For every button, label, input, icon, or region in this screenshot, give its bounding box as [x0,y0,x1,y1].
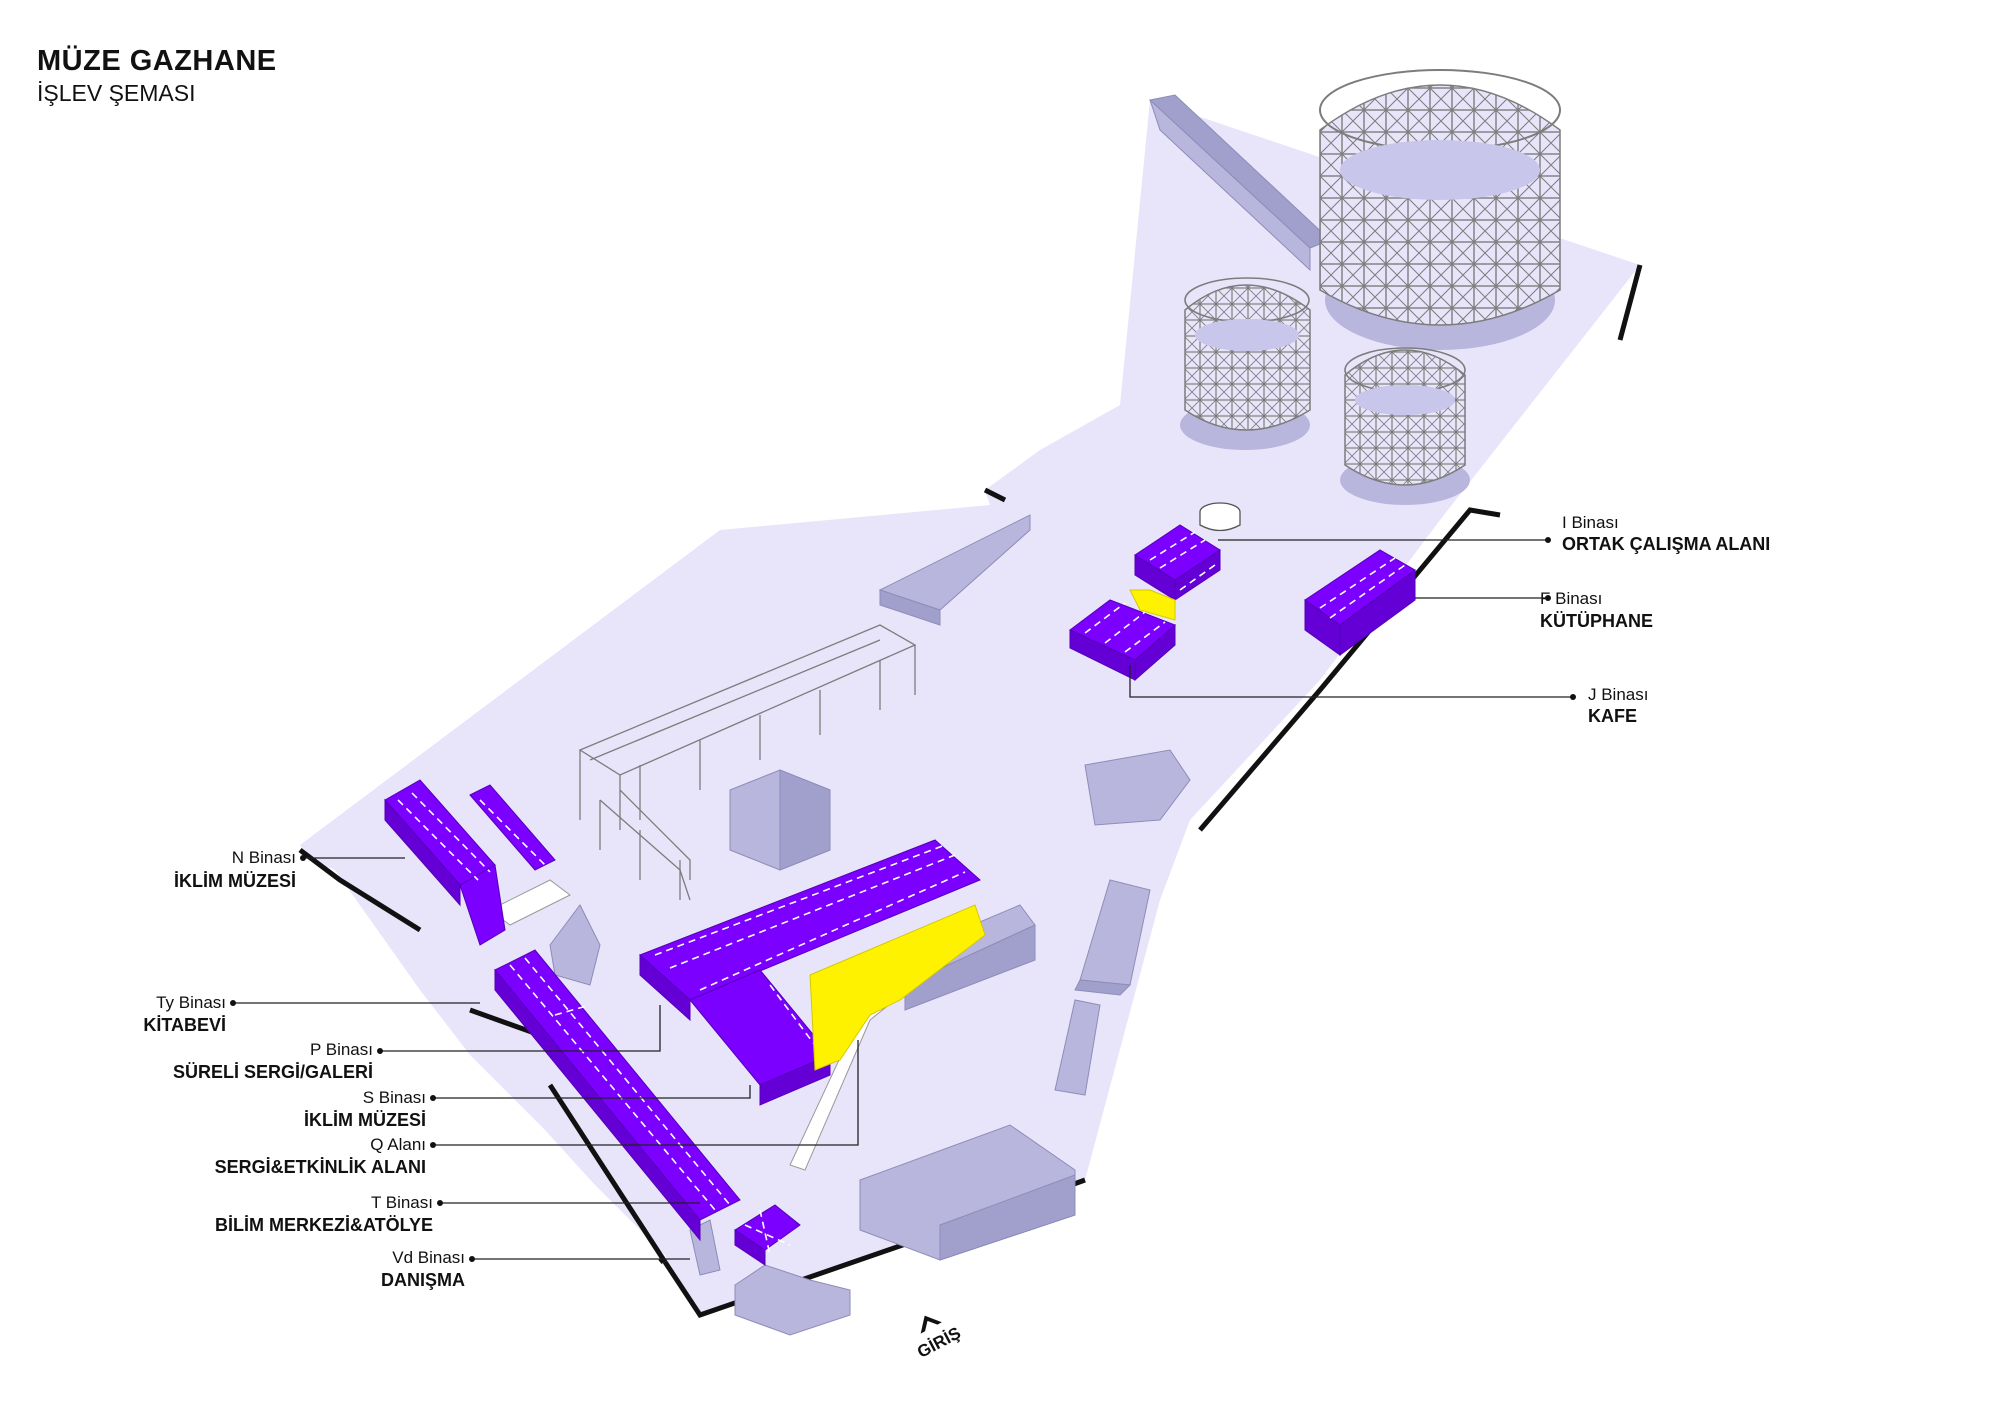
label-ty-function: KİTABEVİ [143,1015,226,1035]
label-s-name: S Binası [363,1088,426,1107]
label-q-name: Q Alanı [370,1135,426,1154]
label-s-function: İKLİM MÜZESİ [304,1110,426,1130]
leader-lines [230,537,1576,1262]
label-f-function: KÜTÜPHANE [1540,611,1653,631]
label-vd-name: Vd Binası [392,1248,465,1267]
label-vd-function: DANIŞMA [381,1270,465,1290]
building-wedge-n [549,904,601,986]
gas-tanks [1180,69,1561,532]
building-long-right-2 [1054,999,1101,1096]
label-i-function: ORTAK ÇALIŞMA ALANI [1562,534,1770,554]
existing-buildings [489,94,1331,1336]
leader-p [380,1005,661,1052]
leader-s [433,1085,751,1099]
connector-ij [1129,589,1176,621]
building-block-right [1084,749,1191,826]
label-j-name: J Binası [1588,685,1648,704]
label-j-function: KAFE [1588,706,1637,726]
entrance-label: GİRİŞ [914,1323,964,1362]
page-title: MÜZE GAZHANE [37,45,277,77]
building-small-bottom [734,1264,851,1336]
function-buildings [384,524,1416,1266]
building-labels: I Binası ORTAK ÇALIŞMA ALANI F Binası KÜ… [143,513,1770,1290]
label-t-name: T Binası [371,1193,433,1212]
chevron-up-icon [920,1315,942,1334]
pipe-structure [578,624,917,901]
label-t-function: BİLİM MERKEZİ&ATÖLYE [215,1215,433,1235]
label-p-function: SÜRELİ SERGİ/GALERİ [173,1062,373,1082]
entrance-marker: GİRİŞ [914,1315,964,1362]
leader-j [1129,665,1573,698]
page-subtitle: İŞLEV ŞEMASI [37,80,196,106]
leader-q [433,1040,859,1146]
label-ty-name: Ty Binası [156,993,226,1012]
label-n-function: İKLİM MÜZESİ [174,871,296,891]
label-n-name: N Binası [232,848,296,867]
label-q-function: SERGİ&ETKİNLİK ALANI [215,1157,426,1177]
label-p-name: P Binası [310,1040,373,1059]
label-i-name: I Binası [1562,513,1619,532]
label-f-name: F Binası [1540,589,1602,608]
area-q [809,904,986,1071]
